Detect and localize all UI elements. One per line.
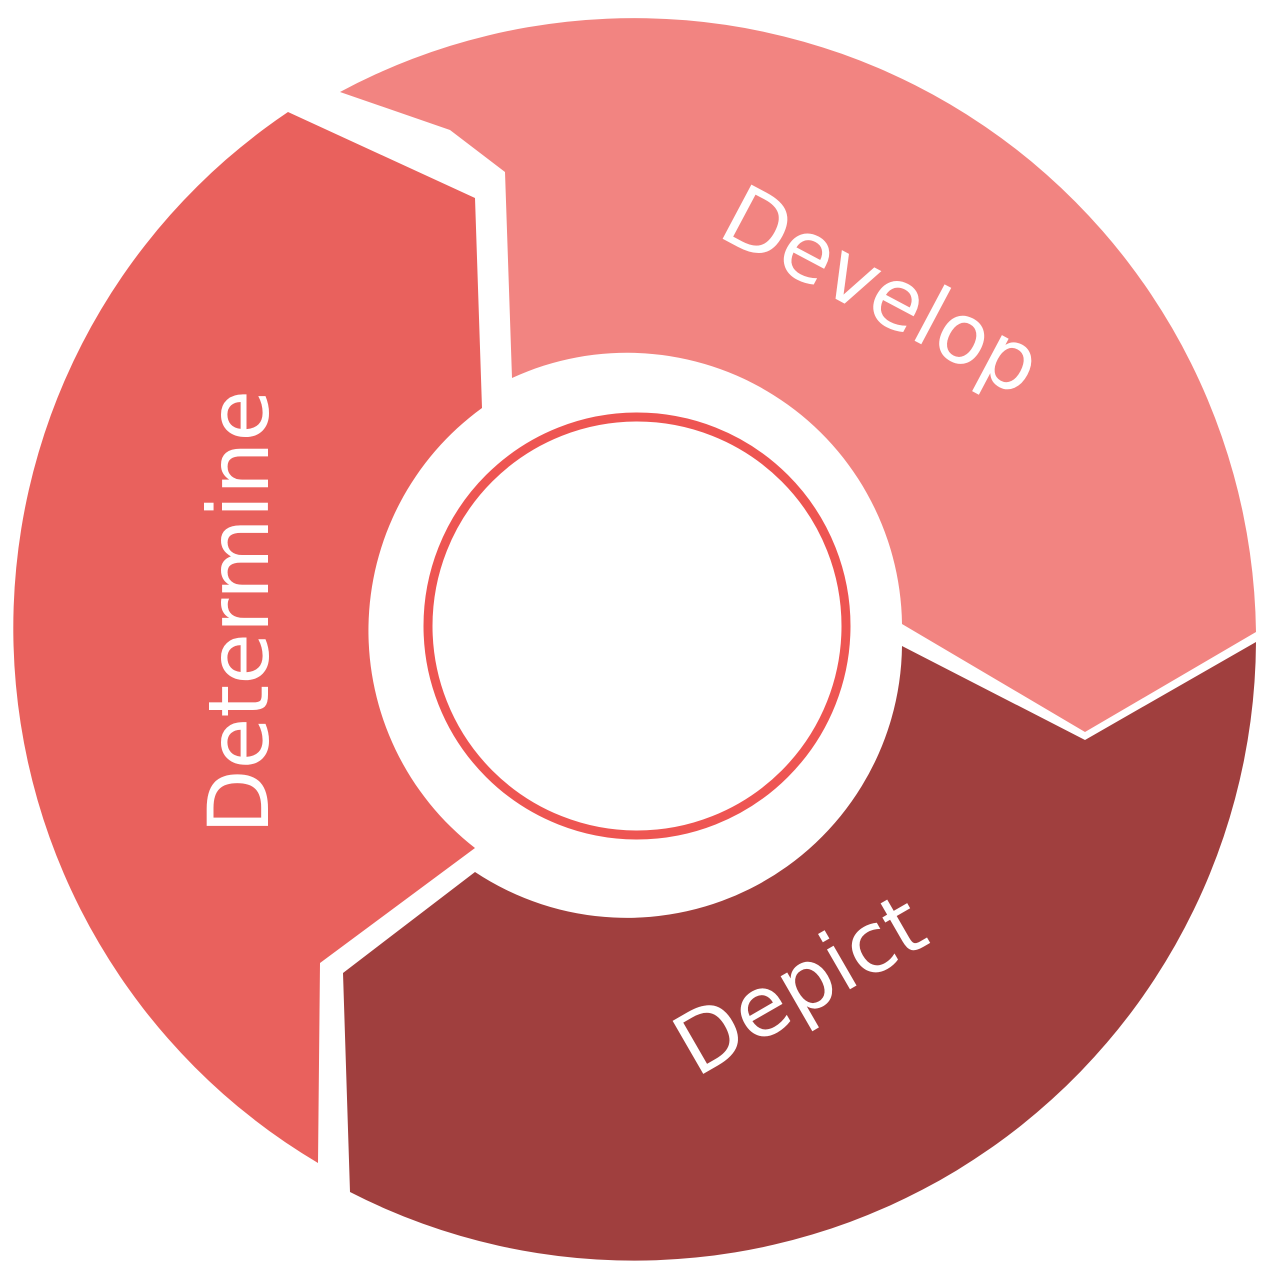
segment-determine xyxy=(13,112,482,1163)
segment-label-determine: Determine xyxy=(190,390,288,834)
segment-develop xyxy=(340,18,1256,732)
segment-depict xyxy=(343,642,1256,1261)
center-hub xyxy=(427,416,847,836)
center-ring xyxy=(423,412,851,840)
